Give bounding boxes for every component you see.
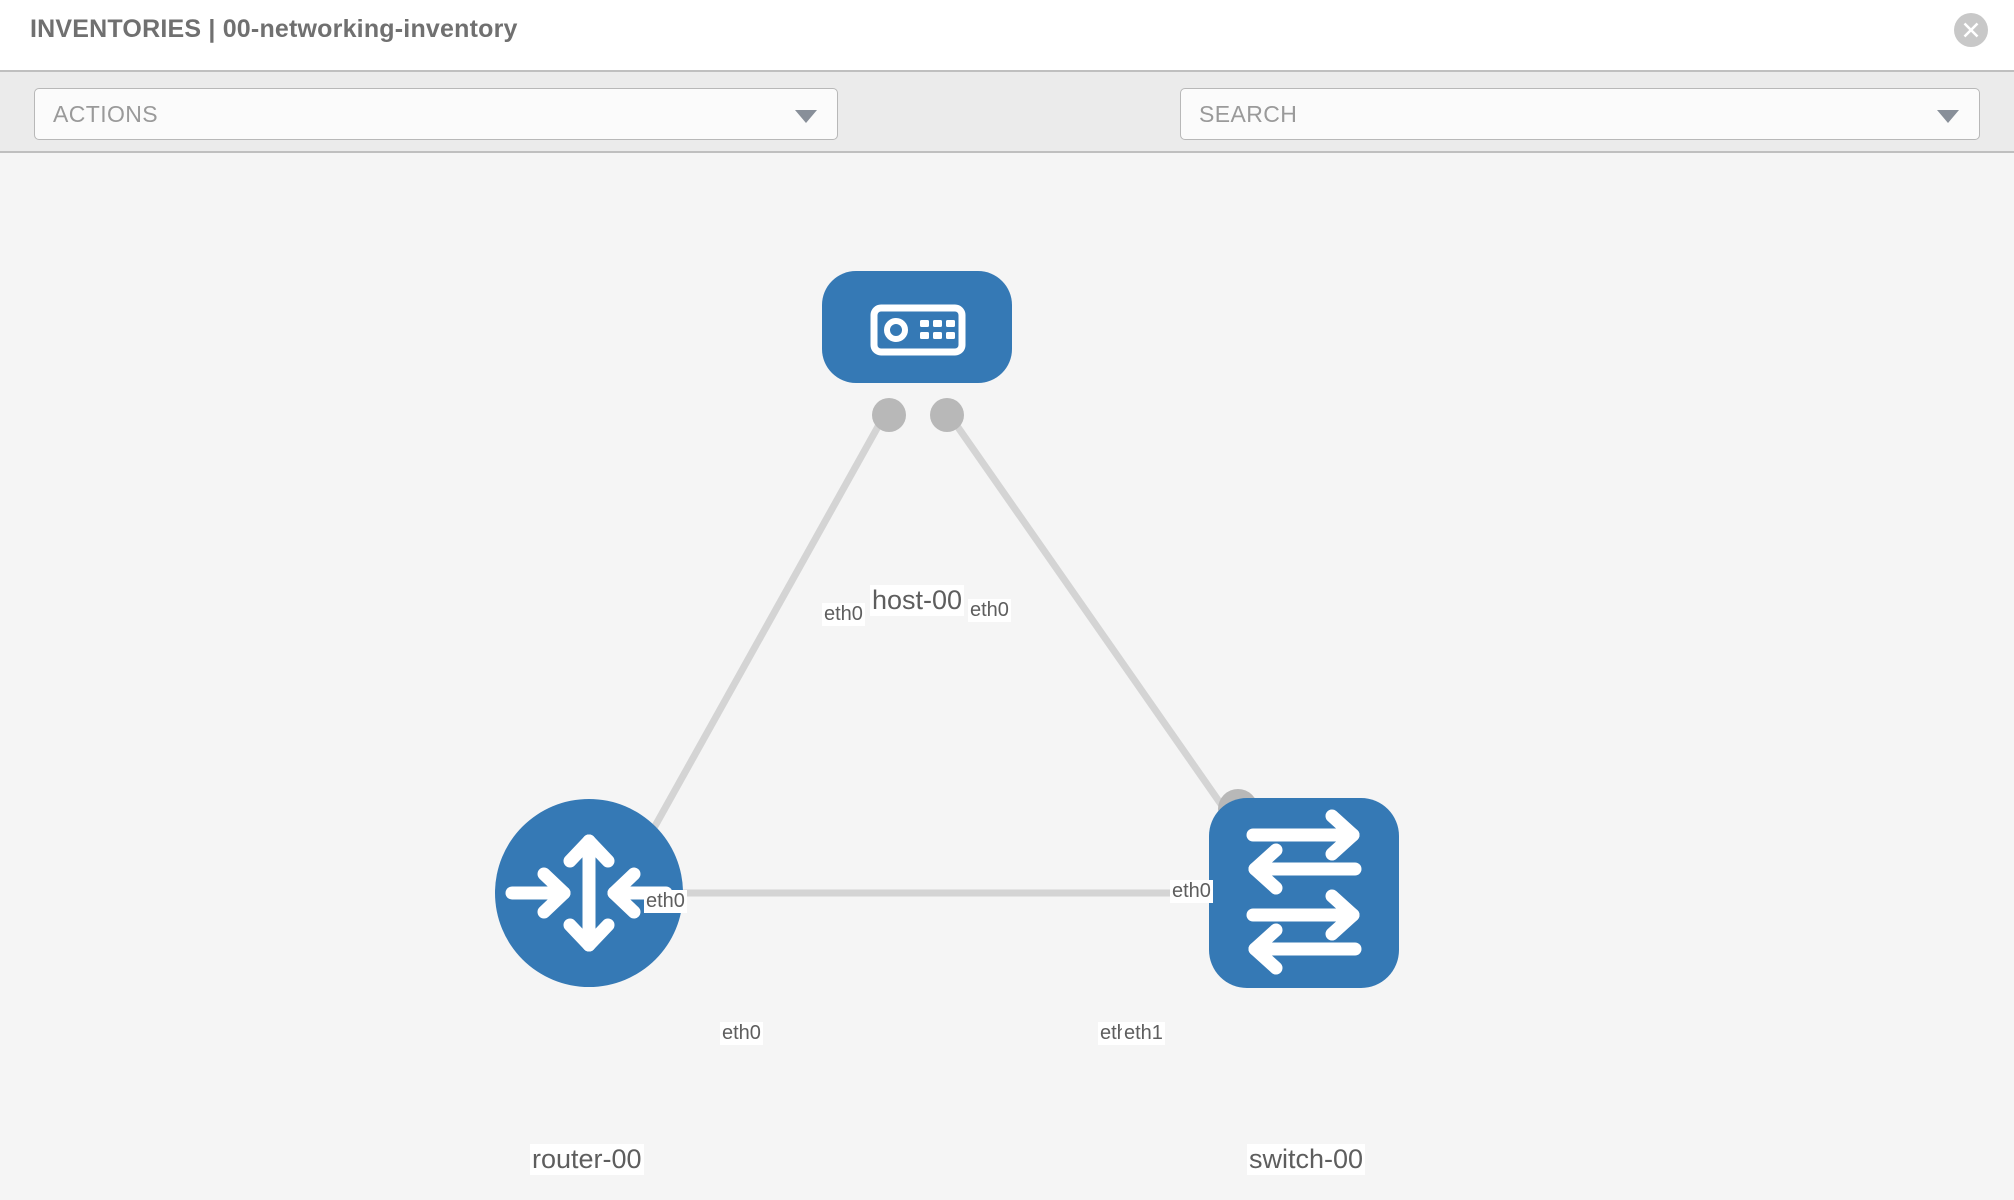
page-header: INVENTORIES | 00-networking-inventory	[0, 0, 2014, 70]
close-icon[interactable]	[1954, 13, 1988, 47]
link-host00-switch00	[952, 420, 1258, 856]
connector-host00-right	[930, 398, 964, 432]
node-host-00	[822, 271, 1012, 383]
search-placeholder: SEARCH	[1199, 101, 1298, 127]
topology-connectors	[629, 398, 1262, 913]
actions-dropdown-label: ACTIONS	[53, 101, 159, 127]
iface-label-host00-left: eth0	[822, 603, 865, 626]
iface-label-router00-east: eth0	[720, 1022, 763, 1045]
search-input[interactable]: SEARCH	[1180, 88, 1980, 140]
chevron-down-icon	[795, 110, 817, 123]
iface-label-host00-right: eth0	[968, 599, 1011, 622]
node-router-00	[495, 799, 683, 987]
iface-label-switch00-north: eth0	[1170, 880, 1213, 903]
chevron-down-icon[interactable]	[1937, 110, 1959, 123]
actions-dropdown[interactable]: ACTIONS	[34, 88, 838, 140]
iface-label-switch00-west: eth1	[1122, 1022, 1165, 1045]
node-label-switch-00[interactable]: switch-00	[1247, 1144, 1366, 1175]
toolbar: ACTIONS SEARCH	[0, 70, 2014, 197]
page-title: INVENTORIES | 00-networking-inventory	[30, 15, 518, 43]
topology-canvas[interactable]: host-00 router-00 switch-00 eth0 eth0 et…	[0, 153, 2014, 1200]
iface-label-router00-north: eth0	[644, 890, 687, 913]
node-switch-00	[1209, 798, 1399, 988]
connector-host00-left	[872, 398, 906, 432]
topology-links	[636, 420, 1258, 897]
node-label-host-00[interactable]: host-00	[870, 585, 965, 616]
link-host00-router00	[636, 421, 884, 855]
node-label-router-00[interactable]: router-00	[530, 1144, 644, 1175]
